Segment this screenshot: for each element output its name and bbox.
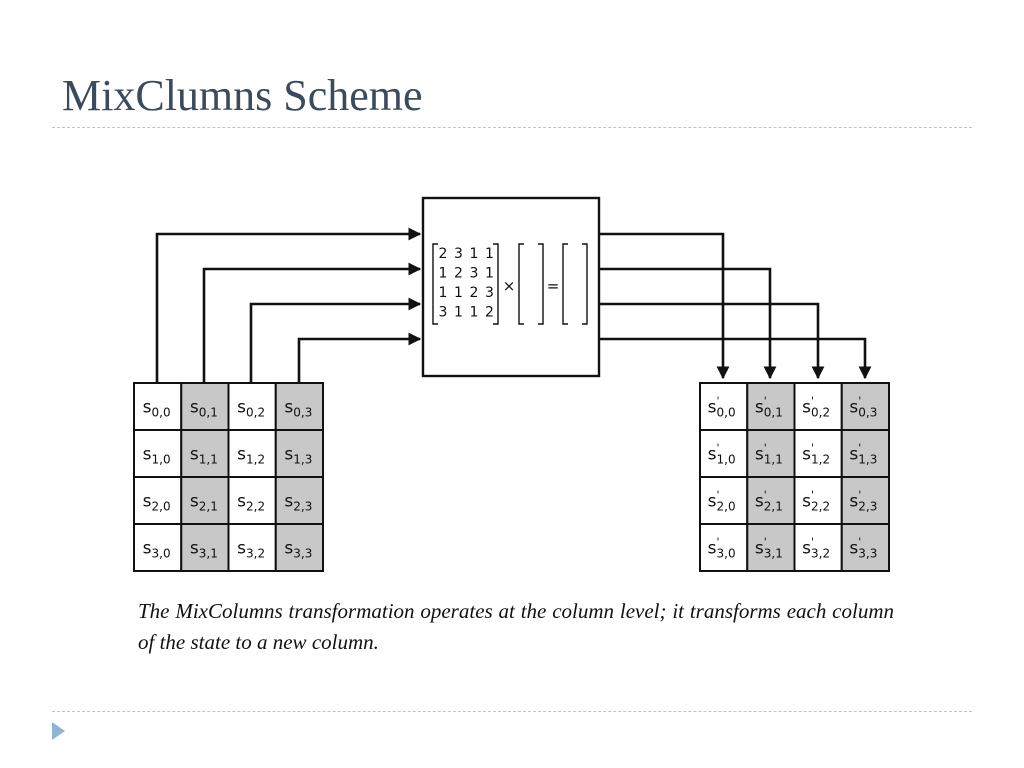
- state-cell: [840, 476, 890, 525]
- footer-triangle-icon: [52, 722, 65, 740]
- state-cell-label: s'0,2: [802, 395, 830, 420]
- input-arrow-col-3: [297, 332, 422, 383]
- output-arrow-col-2: [600, 302, 825, 380]
- state-cell-label: s0,0: [143, 398, 171, 420]
- matrix-left-bracket: [432, 243, 438, 325]
- matrix-entry: 1: [439, 266, 448, 282]
- state-cell-label: s'2,3: [849, 489, 877, 514]
- output-arrow-col-1: [600, 267, 777, 380]
- state-cell-label: s'1,3: [849, 442, 877, 467]
- state-cell-label: s'2,2: [802, 489, 830, 514]
- state-cell-label: s3,0: [143, 539, 171, 561]
- state-cell: [746, 523, 796, 572]
- state-cell-label: s0,1: [190, 398, 218, 420]
- state-cell-label: s1,3: [284, 445, 312, 467]
- matrix-entry: 2: [454, 266, 463, 282]
- column-vector-left-bracket: [518, 243, 524, 325]
- state-cell-label: s'3,0: [708, 536, 736, 561]
- state-cell: [133, 476, 183, 525]
- state-cell-label: s2,3: [284, 492, 312, 514]
- state-cell-label: s1,1: [190, 445, 218, 467]
- state-cell-label: s3,2: [237, 539, 265, 561]
- matrix-entry: 1: [454, 305, 463, 321]
- state-cell-label: s1,2: [237, 445, 265, 467]
- state-cell-label: s'1,2: [802, 442, 830, 467]
- matrix-entry: 3: [485, 285, 494, 301]
- output-arrows: [600, 232, 872, 380]
- state-cell-label: s'1,1: [755, 442, 783, 467]
- output-arrow-col-3: [600, 337, 872, 380]
- state-cell: [699, 476, 749, 525]
- matrix-entry: 1: [485, 266, 494, 282]
- output-state-grid: s'0,0 s'0,1 s'0,2 s'0,3 s'1,0 s'1,1 s'1,2 s'1,3…: [699, 382, 890, 572]
- matrix-entry: 1: [485, 246, 494, 262]
- matrix-entry: 3: [454, 246, 463, 262]
- state-cell: [840, 523, 890, 572]
- state-cell: [699, 523, 749, 572]
- matrix-entry: 2: [485, 305, 494, 321]
- matrix-right-bracket: [493, 243, 499, 325]
- multiply-symbol: ×: [503, 277, 516, 295]
- state-cell-label: s1,0: [143, 445, 171, 467]
- footer-divider: [52, 711, 972, 712]
- state-cell-label: s'3,2: [802, 536, 830, 561]
- matrix-entry: 1: [439, 285, 448, 301]
- state-cell-label: s'0,0: [708, 395, 736, 420]
- state-cell: [699, 429, 749, 478]
- matrix-entry: 2: [470, 285, 479, 301]
- state-cell-label: s'3,1: [755, 536, 783, 561]
- state-cell: [227, 382, 277, 431]
- result-vector-right-bracket: [582, 243, 588, 325]
- matrix-entry: 2: [439, 246, 448, 262]
- state-cell-label: s0,2: [237, 398, 265, 420]
- state-cell-label: s'0,3: [849, 395, 877, 420]
- input-state-grid: s0,0 s0,1 s0,2 s0,3 s1,0 s1,1 s1,2 s1,3 s2,0 s2,1…: [133, 382, 324, 572]
- state-cell-label: s2,0: [143, 492, 171, 514]
- matrix-entry: 3: [439, 305, 448, 321]
- state-cell: [180, 523, 230, 572]
- state-cell: [274, 523, 324, 572]
- title-divider: [52, 127, 972, 128]
- state-cell: [274, 429, 324, 478]
- state-cell-label: s2,1: [190, 492, 218, 514]
- state-cell-label: s3,3: [284, 539, 312, 561]
- state-cell-label: s2,2: [237, 492, 265, 514]
- input-arrow-col-2: [249, 297, 422, 383]
- input-arrows: [155, 227, 422, 383]
- state-cell-label: s'3,3: [849, 536, 877, 561]
- state-cell-label: s3,1: [190, 539, 218, 561]
- input-arrow-col-0: [155, 227, 422, 383]
- caption: The MixColumns transformation operates a…: [138, 599, 894, 654]
- state-cell-label: s'2,0: [708, 489, 736, 514]
- matrix-entry: 1: [470, 305, 479, 321]
- state-cell-label: s'2,1: [755, 489, 783, 514]
- matrix-entry: 1: [470, 246, 479, 262]
- slide-title: MixClumns Scheme: [62, 71, 423, 120]
- state-cell: [133, 382, 183, 431]
- state-cell: [699, 382, 749, 431]
- output-arrow-col-0: [600, 232, 730, 380]
- result-vector-left-bracket: [562, 243, 568, 325]
- matrix-entry: 3: [470, 266, 479, 282]
- state-cell: [840, 429, 890, 478]
- state-cell-label: s0,3: [284, 398, 312, 420]
- matrix-entry: 1: [454, 285, 463, 301]
- input-arrow-col-1: [202, 262, 422, 383]
- state-cell-label: s'0,1: [755, 395, 783, 420]
- state-cell: [840, 382, 890, 431]
- equals-symbol: =: [547, 277, 560, 295]
- state-cell: [133, 523, 183, 572]
- column-vector-right-bracket: [538, 243, 544, 325]
- state-cell-label: s'1,0: [708, 442, 736, 467]
- state-cell: [793, 429, 843, 478]
